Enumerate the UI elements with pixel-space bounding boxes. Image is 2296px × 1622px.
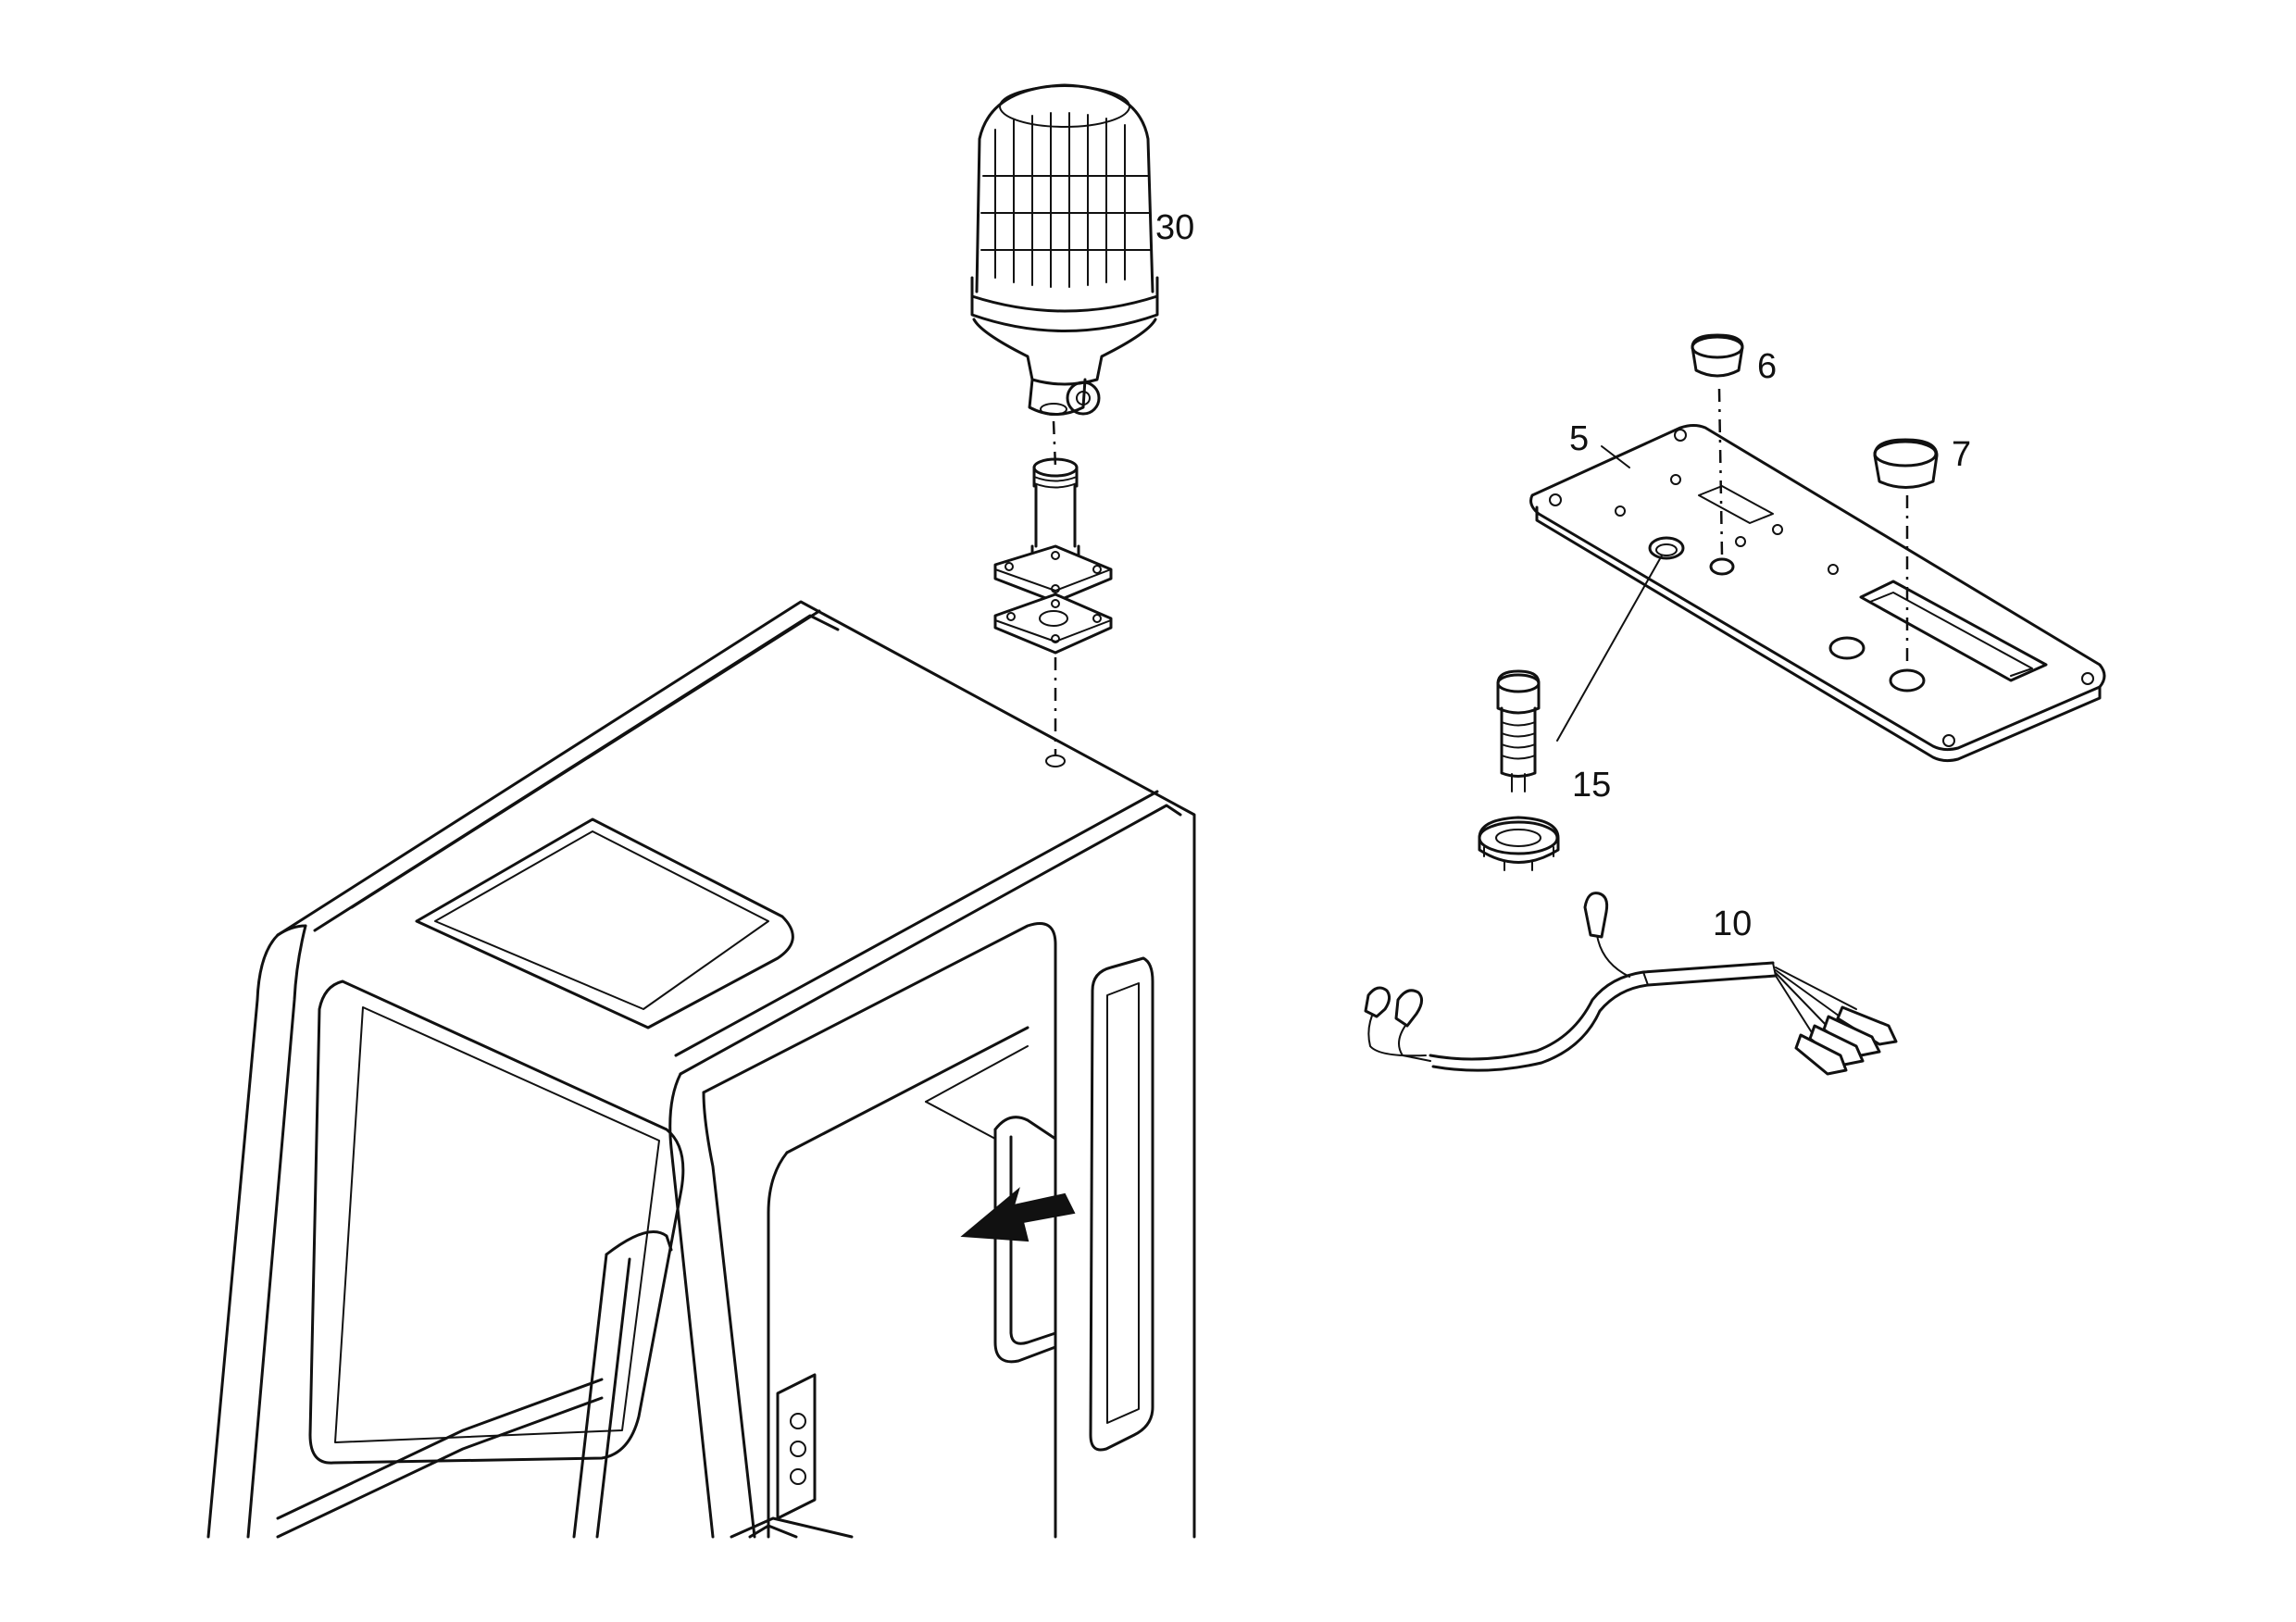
callout-6: 6 — [1757, 347, 1777, 386]
push-switch — [1478, 669, 1560, 871]
callout-15: 15 — [1572, 766, 1611, 805]
plate-leader-line — [1601, 445, 1630, 468]
callout-10: 10 — [1713, 905, 1752, 943]
plug-large — [1873, 438, 1939, 489]
switch-plate — [1529, 424, 2106, 763]
callout-7: 7 — [1952, 435, 1971, 474]
callout-5: 5 — [1569, 419, 1589, 458]
beacon-mount-post — [993, 457, 1113, 655]
plug-small — [1691, 333, 1744, 378]
wiring-harness — [1364, 892, 1898, 1076]
switch-leader-line — [1556, 555, 1663, 742]
operator-cab — [206, 600, 1196, 1539]
rotating-beacon — [970, 83, 1159, 416]
plug-small-axis-line — [1717, 388, 1724, 556]
callout-30: 30 — [1155, 208, 1194, 247]
direction-arrow — [960, 1187, 1076, 1242]
